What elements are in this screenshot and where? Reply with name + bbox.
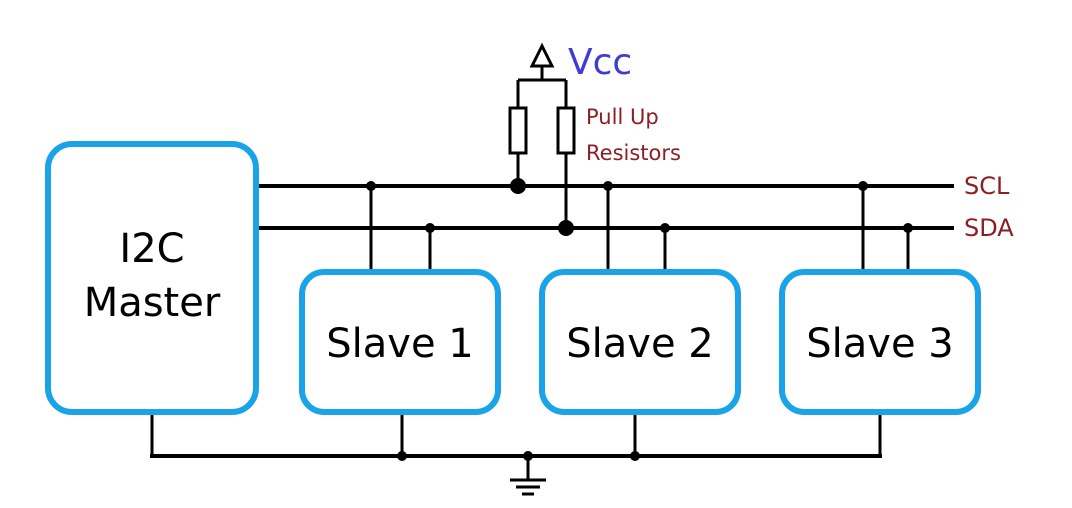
resistor-sda xyxy=(556,106,576,155)
sda-label: SDA xyxy=(964,214,1014,242)
slave-box-1 xyxy=(299,269,501,415)
vcc-label: Vcc xyxy=(568,42,632,83)
slave-label-2: Slave 2 xyxy=(566,321,713,367)
resistor-label-line1: Pull Up xyxy=(586,105,659,129)
master-label-line2: Master xyxy=(84,280,221,326)
slave-box-3 xyxy=(779,269,981,415)
scl-label: SCL xyxy=(964,172,1010,200)
slave-label-3: Slave 3 xyxy=(806,321,953,367)
master-box xyxy=(45,141,259,415)
resistor-scl xyxy=(508,106,528,155)
slave-box-2 xyxy=(539,269,741,415)
master-label-line1: I2C xyxy=(119,226,184,272)
resistor-label-line2: Resistors xyxy=(586,141,681,165)
ground-icon xyxy=(510,478,546,496)
vcc-symbol xyxy=(518,42,566,82)
slave-label-1: Slave 1 xyxy=(326,321,473,367)
pull-up-resistors xyxy=(508,80,576,228)
junction-dots xyxy=(366,178,913,461)
